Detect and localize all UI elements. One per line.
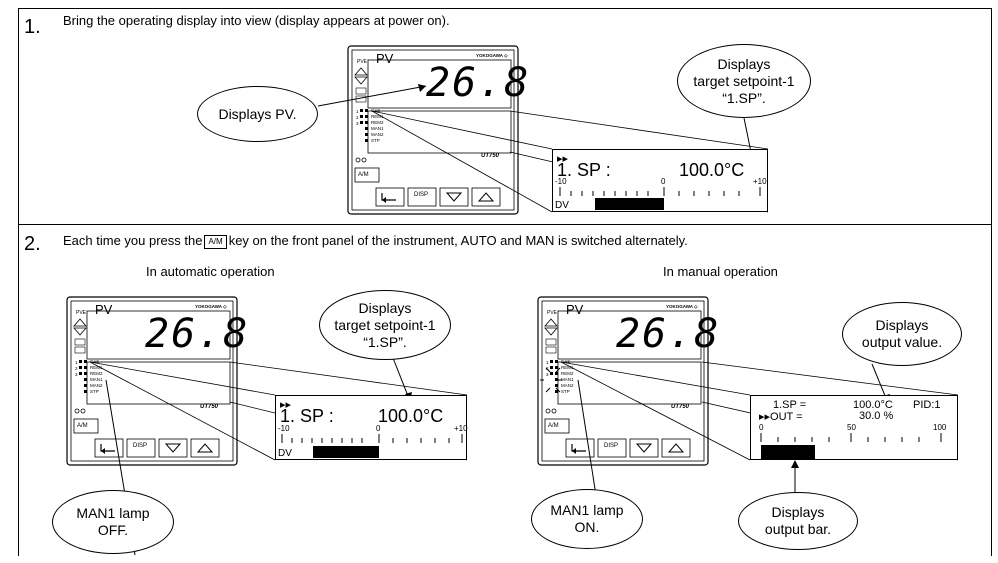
bubble-line: target setpoint-1 bbox=[693, 72, 795, 89]
bubble-line: ON. bbox=[574, 519, 600, 535]
dv-label: DV bbox=[555, 200, 569, 211]
sp-label: 1. SP : bbox=[557, 160, 611, 180]
disp-key[interactable]: DISP bbox=[414, 192, 429, 198]
lamp-rem1: REM1 bbox=[90, 365, 103, 370]
lamp-rem2: REM2 bbox=[561, 371, 574, 376]
am-key-icon: A/M bbox=[204, 235, 227, 249]
disp-key[interactable]: DISP bbox=[604, 443, 619, 449]
step2-text-after: key on the front panel of the instrument… bbox=[228, 233, 688, 248]
pv-label: PV bbox=[566, 302, 584, 317]
bubble-line: Displays bbox=[358, 299, 412, 316]
lcd-panel-auto: ▸▸ 1. SP : 100.0°C -10 0 +10 DV bbox=[275, 395, 468, 460]
instruction-frame bbox=[18, 8, 992, 556]
lamp-cas: CAS bbox=[561, 359, 571, 364]
panel-arrow: ▸▸ bbox=[557, 153, 569, 165]
auto-caption: In automatic operation bbox=[146, 264, 275, 279]
bubble-line: MAN1 lamp bbox=[76, 505, 150, 521]
dv-scale bbox=[281, 434, 463, 458]
out-value: 30.0 % bbox=[859, 410, 894, 422]
sp-value: 100.0°C bbox=[679, 160, 745, 180]
pv-value: 26.8 bbox=[145, 311, 250, 357]
lamp-labels: CAS REM1 REM2 MAN1 MAN2 STP bbox=[90, 359, 103, 395]
scale-min: -10 bbox=[555, 177, 567, 186]
output-bar bbox=[761, 445, 815, 459]
scale-min: 0 bbox=[759, 423, 764, 432]
lamp-on-rays-icon bbox=[540, 367, 562, 393]
lamp-rem2: REM2 bbox=[90, 371, 103, 376]
bubble-line: “1.SP”. bbox=[363, 333, 407, 350]
bubble-line: MAN1 lamp bbox=[550, 502, 624, 518]
panel-arrow: ▸▸ bbox=[280, 399, 292, 411]
manual-caption: In manual operation bbox=[663, 264, 778, 279]
lamp-rem2: REM2 bbox=[371, 120, 384, 125]
lamp-man1: MAN1 bbox=[561, 377, 574, 382]
bubble-line: Displays bbox=[875, 317, 929, 333]
lamp-man2: MAN2 bbox=[90, 383, 103, 388]
pv-label: PV bbox=[376, 51, 394, 66]
lamp-stp: STP bbox=[561, 389, 570, 394]
bubble-line: OFF. bbox=[97, 522, 129, 538]
dv-bar bbox=[313, 446, 379, 458]
sp-line: 1.SP = bbox=[773, 399, 807, 411]
am-key[interactable]: A/M bbox=[548, 423, 559, 429]
scale-max: 100 bbox=[933, 423, 947, 432]
scale-max: +10 bbox=[454, 424, 468, 433]
lamp-labels: CAS REM1 REM2 MAN1 MAN2 STP bbox=[371, 108, 384, 144]
pv-label: PV bbox=[95, 302, 113, 317]
step2-text-before: Each time you press the bbox=[63, 233, 203, 248]
scale-mid: 50 bbox=[847, 423, 856, 432]
am-key[interactable]: A/M bbox=[77, 423, 88, 429]
lamp-man2: MAN2 bbox=[371, 132, 384, 137]
lamp-cas: CAS bbox=[371, 108, 381, 113]
bubble-line: “1.SP”. bbox=[722, 89, 766, 106]
bubble-text: Displays PV. bbox=[218, 105, 297, 122]
lamp-man1: MAN1 bbox=[371, 126, 384, 131]
step1-number: 1. bbox=[24, 16, 41, 38]
dv-bar bbox=[595, 198, 664, 210]
lamp-man2: MAN2 bbox=[561, 383, 574, 388]
pv-value: 26.8 bbox=[616, 311, 721, 357]
bubble-line: output value. bbox=[861, 334, 943, 350]
bubble-line: Displays bbox=[717, 55, 771, 72]
bubble-line: Displays bbox=[771, 504, 825, 520]
sp-value: 100.0°C bbox=[853, 399, 893, 411]
lcd-panel-step1: ▸▸ 1. SP : 100.0°C -10 0 +10 DV bbox=[552, 149, 768, 212]
lamp-cas: CAS bbox=[90, 359, 100, 364]
scale-min: -10 bbox=[278, 424, 290, 433]
sp-label: 1. SP : bbox=[280, 406, 334, 426]
sp-value: 100.0°C bbox=[378, 406, 444, 426]
scale-max: +10 bbox=[753, 177, 767, 186]
disp-key[interactable]: DISP bbox=[133, 443, 148, 449]
lamp-rem1: REM1 bbox=[561, 365, 574, 370]
bubble-line: output bar. bbox=[764, 521, 832, 537]
lamp-rem1: REM1 bbox=[371, 114, 384, 119]
bubble-line: target setpoint-1 bbox=[334, 316, 436, 333]
scale-mid: 0 bbox=[376, 424, 381, 433]
lcd-panel-manual: 1.SP = 100.0°C PID:1 ▸▸OUT = 30.0 % 0 50… bbox=[750, 395, 958, 460]
output-scale bbox=[760, 433, 942, 459]
pv-value: 26.8 bbox=[426, 60, 531, 106]
lamp-stp: STP bbox=[371, 138, 380, 143]
dv-scale bbox=[559, 187, 761, 210]
step2-number: 2. bbox=[24, 233, 41, 255]
section-divider bbox=[18, 224, 992, 225]
pid-label: PID:1 bbox=[913, 399, 941, 411]
lamp-man1: MAN1 bbox=[90, 377, 103, 382]
lamp-stp: STP bbox=[90, 389, 99, 394]
lamp-labels: CAS REM1 REM2 MAN1 MAN2 STP bbox=[561, 359, 574, 395]
dv-label: DV bbox=[278, 448, 292, 459]
step1-text: Bring the operating display into view (d… bbox=[63, 13, 450, 28]
scale-mid: 0 bbox=[661, 177, 666, 186]
bubble-displays-pv: Displays PV. bbox=[197, 86, 318, 142]
am-key[interactable]: A/M bbox=[358, 172, 369, 178]
out-line: ▸▸OUT = bbox=[759, 411, 803, 423]
